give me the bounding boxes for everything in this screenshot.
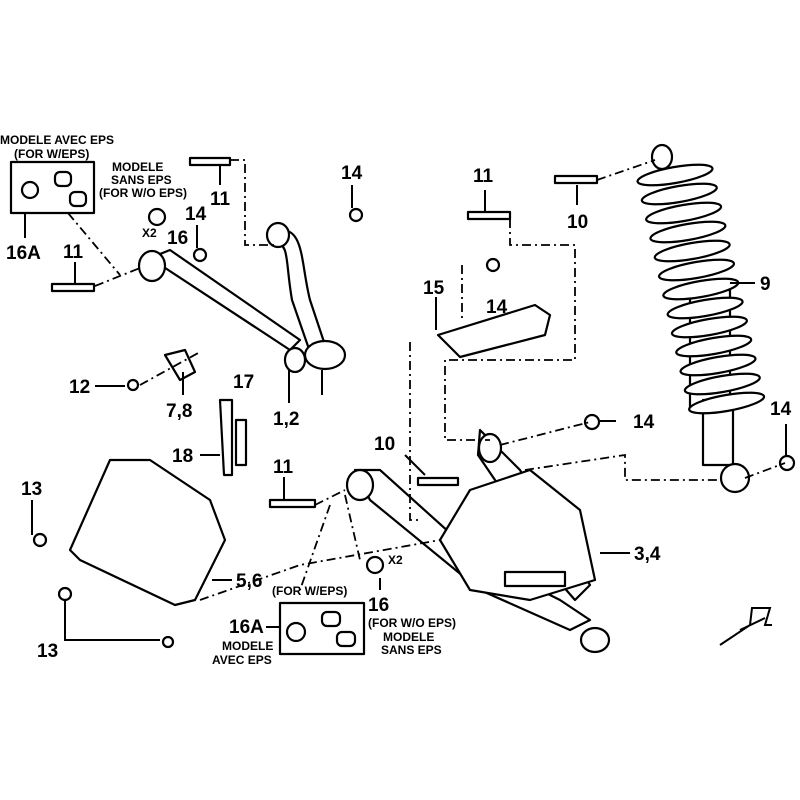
spring-coil bbox=[683, 372, 761, 396]
callout-3-4: 3,4 bbox=[634, 544, 661, 565]
spring-coil bbox=[636, 163, 714, 187]
spring-coil bbox=[657, 258, 736, 282]
bracket bbox=[163, 348, 197, 382]
callout-16: 16 bbox=[167, 228, 188, 249]
bushing-kit-inset-top bbox=[9, 160, 121, 276]
callout-x2: X2 bbox=[142, 226, 157, 240]
label-without-eps-fr: MODELE bbox=[383, 630, 434, 644]
label-without-eps-en: (FOR W/O EPS) bbox=[99, 186, 187, 200]
callout-14: 14 bbox=[770, 399, 792, 420]
spring-coil bbox=[679, 353, 757, 377]
spring-coil bbox=[688, 391, 766, 415]
callout-11: 11 bbox=[63, 242, 84, 263]
upper-control-arm bbox=[137, 221, 347, 395]
spring-coil bbox=[653, 239, 731, 263]
label-without-eps-en: (FOR W/O EPS) bbox=[368, 616, 456, 630]
callout-17: 17 bbox=[233, 372, 254, 393]
callout-11: 11 bbox=[473, 166, 494, 187]
spring-coil bbox=[666, 296, 744, 320]
label-without-eps-fr: SANS EPS bbox=[111, 173, 172, 187]
callout-1-2: 1,2 bbox=[273, 409, 299, 430]
callout-16: 16 bbox=[368, 595, 389, 616]
callout-15: 15 bbox=[423, 278, 445, 299]
spring-coil bbox=[645, 201, 723, 225]
callout-9: 9 bbox=[760, 274, 771, 295]
callout-14: 14 bbox=[633, 412, 655, 433]
label-with-eps-fr: MODELE bbox=[222, 639, 273, 653]
leader-lines bbox=[31, 159, 787, 641]
callout-labels: MODELE AVEC EPS (FOR W/EPS) MODELE SANS … bbox=[0, 133, 792, 667]
callout-7-8: 7,8 bbox=[166, 401, 192, 422]
spring-coil bbox=[670, 315, 748, 339]
callout-10: 10 bbox=[374, 434, 395, 455]
spring-coil bbox=[640, 182, 718, 206]
callout-14: 14 bbox=[185, 204, 207, 225]
coil-over-shock bbox=[636, 143, 766, 494]
pin-17 bbox=[234, 418, 248, 467]
callout-14: 14 bbox=[486, 297, 508, 318]
bracket-15 bbox=[436, 303, 552, 359]
front-direction-arrow-icon bbox=[719, 607, 772, 646]
callout-16a: 16A bbox=[6, 243, 41, 264]
label-with-eps-fr: AVEC EPS bbox=[212, 653, 272, 667]
fasteners bbox=[32, 156, 796, 649]
callout-14: 14 bbox=[341, 163, 363, 184]
callout-5-6: 5,6 bbox=[236, 571, 262, 592]
callout-13: 13 bbox=[37, 641, 58, 662]
callout-13: 13 bbox=[21, 479, 42, 500]
label-without-eps-fr: SANS EPS bbox=[381, 643, 442, 657]
label-with-eps-en: (FOR W/EPS) bbox=[14, 147, 89, 161]
tool-18 bbox=[218, 398, 234, 477]
callout-10: 10 bbox=[567, 212, 588, 233]
callout-x2: X2 bbox=[388, 553, 403, 567]
callout-12: 12 bbox=[69, 377, 90, 398]
label-with-eps-en: (FOR W/EPS) bbox=[272, 584, 347, 598]
callout-11: 11 bbox=[210, 189, 231, 210]
spring-coil bbox=[675, 334, 753, 358]
callout-16a: 16A bbox=[229, 617, 264, 638]
lower-control-arm bbox=[345, 428, 611, 654]
label-without-eps-fr: MODELE bbox=[112, 160, 163, 174]
bushing-kit-inset-bottom bbox=[266, 601, 366, 656]
skid-plate bbox=[68, 458, 227, 607]
spring-coil bbox=[649, 220, 727, 244]
callout-11: 11 bbox=[273, 457, 294, 478]
label-with-eps-fr: MODELE AVEC EPS bbox=[0, 133, 114, 147]
callout-18: 18 bbox=[172, 446, 193, 467]
